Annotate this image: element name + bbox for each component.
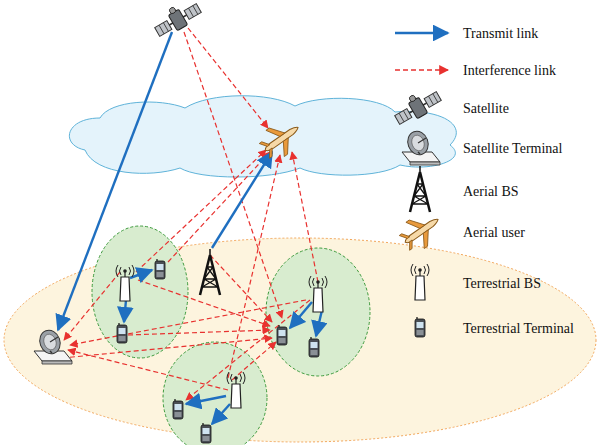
legend-label: Satellite Terminal xyxy=(463,141,562,156)
legend-label: Aerial user xyxy=(463,225,525,240)
aerial-bs-icon xyxy=(200,249,220,295)
legend-label: Terrestrial Terminal xyxy=(463,321,574,336)
legend-label: Transmit link xyxy=(463,26,538,41)
legend-satellite-icon xyxy=(390,84,443,128)
legend-label: Aerial BS xyxy=(463,184,519,199)
legend-entry: Satellite xyxy=(463,99,509,117)
legend-entry: Transmit link xyxy=(463,24,538,42)
satellite-icon xyxy=(150,0,203,40)
terrestrial-terminal-icon xyxy=(277,325,287,345)
legend-entry: Aerial BS xyxy=(463,182,519,200)
legend-entry: Terrestrial BS xyxy=(463,274,541,292)
terrestrial-bs-icon xyxy=(309,276,327,312)
legend-entry: Terrestrial Terminal xyxy=(463,319,574,337)
aerial-user-icon xyxy=(255,114,307,164)
legend-phone-icon xyxy=(415,317,425,337)
interference-links xyxy=(62,28,318,400)
legend-entry: Satellite Terminal xyxy=(463,139,562,157)
legend-plane-icon xyxy=(395,206,447,256)
legend-transmit-sample xyxy=(395,32,448,34)
terrestrial-bs-icon xyxy=(116,265,134,301)
transmit-links xyxy=(58,32,322,424)
terrestrial-cell xyxy=(163,342,267,445)
terrestrial-terminal-icon xyxy=(309,337,319,357)
legend-entry: Aerial user xyxy=(463,223,525,241)
terrestrial-terminal-icon xyxy=(173,399,183,419)
terrestrial-cell xyxy=(266,248,370,376)
legend-label: Interference link xyxy=(463,63,556,78)
terrestrial-terminal-icon xyxy=(155,259,165,279)
legend-interference-sample xyxy=(395,69,448,70)
legend-terminal-icon xyxy=(402,128,440,165)
ground-region xyxy=(4,238,596,442)
legend-tower-icon xyxy=(410,166,430,212)
terrestrial-terminal-icon xyxy=(117,323,127,343)
legend-label: Terrestrial BS xyxy=(463,276,541,291)
legend-label: Satellite xyxy=(463,101,509,116)
terrestrial-bs-icon xyxy=(227,372,245,408)
legend-entry: Interference link xyxy=(463,61,556,79)
terrestrial-terminal-icon xyxy=(201,423,211,443)
legend-tbs-icon xyxy=(411,264,429,300)
satellite-terminal-icon xyxy=(34,327,72,364)
